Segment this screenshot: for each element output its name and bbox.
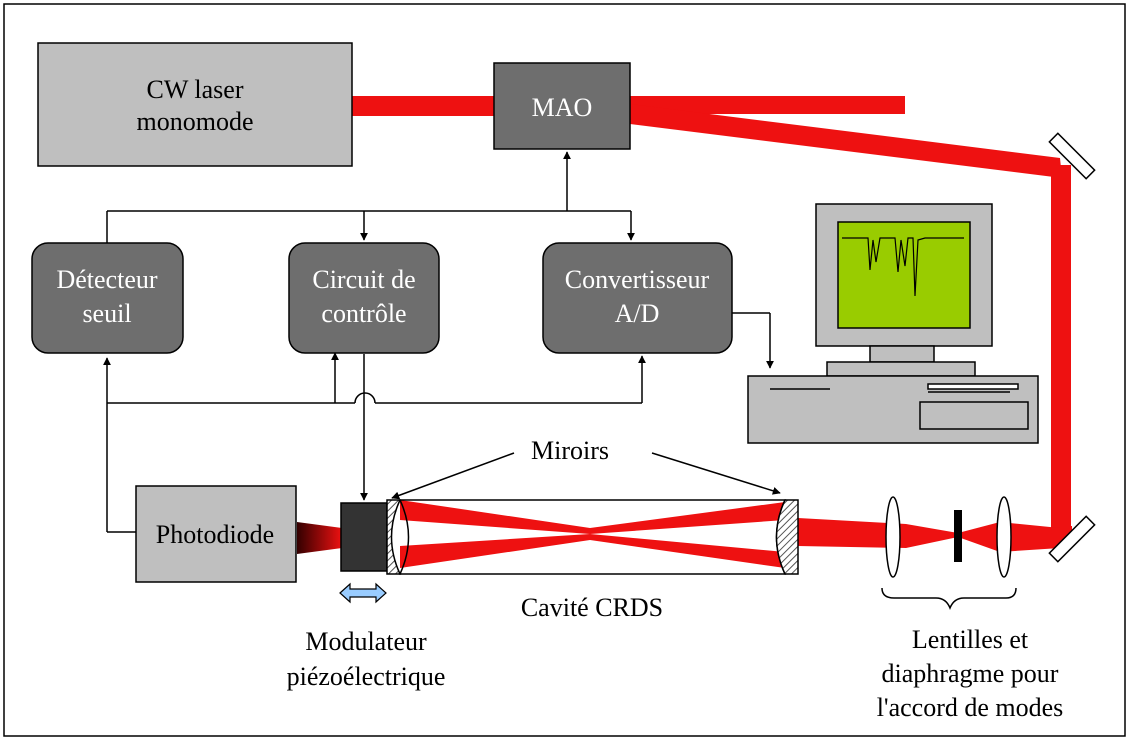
mirror-icon (1048, 515, 1096, 563)
circuit-label-line1: Circuit de (312, 265, 415, 294)
cw-laser-box (37, 42, 353, 167)
mao-box (493, 62, 631, 150)
mirror-icon (1048, 132, 1096, 180)
circuit-label-line2: contrôle (321, 299, 406, 328)
convertisseur-label-line1: Convertisseur (565, 265, 710, 294)
mirror-icon (386, 499, 402, 575)
mao-label: MAO (532, 93, 593, 122)
convertisseur-box (542, 242, 733, 354)
cavite-label: Cavité CRDS (521, 593, 663, 622)
lens-icon (885, 496, 901, 578)
lens-icon (996, 496, 1012, 578)
convertisseur-label-line2: A/D (615, 299, 660, 328)
detecteur-label-line1: Détecteur (56, 265, 157, 294)
double-arrow-icon (339, 582, 387, 604)
photodiode-label: Photodiode (156, 520, 274, 549)
lens-group-brace (881, 587, 1017, 611)
detecteur-label-line2: seuil (82, 299, 131, 328)
mirror-icon (775, 499, 799, 575)
modulateur-label-line2: piézoélectrique (287, 662, 446, 691)
miroirs-arrows (391, 452, 781, 500)
circuit-controle-box (288, 242, 440, 354)
crds-cavity (386, 499, 799, 575)
diaphragm-icon (954, 510, 962, 562)
cw-laser-label-line2: monomode (137, 107, 254, 136)
piezo-block (340, 502, 388, 572)
cw-laser-label-line1: CW laser (147, 75, 244, 104)
detecteur-seuil-box (31, 242, 184, 354)
lentilles-label-line2: diaphragme pour (882, 659, 1059, 688)
signal-wiring (103, 151, 774, 533)
computer-icon (747, 203, 1039, 444)
lentilles-label-line1: Lentilles et (912, 625, 1029, 654)
modulateur-label-line1: Modulateur (305, 627, 427, 656)
lentilles-label-line3: l'accord de modes (877, 693, 1064, 722)
miroirs-label: Miroirs (531, 436, 609, 465)
laser-beam (297, 96, 1072, 568)
photodiode-box (135, 485, 297, 583)
